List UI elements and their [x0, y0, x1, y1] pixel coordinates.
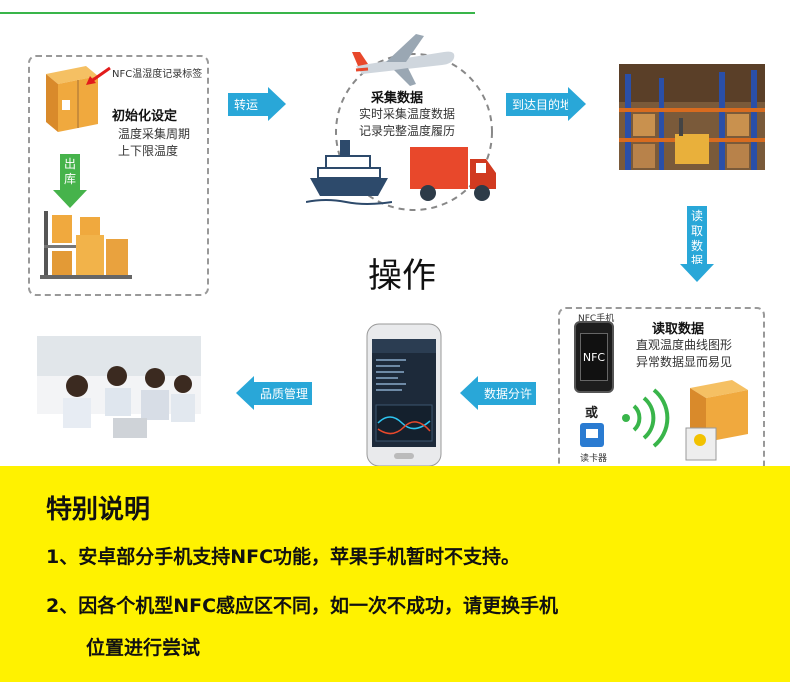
- note-line-2: 2、因各个机型NFC感应区不同，如一次不成功，请更换手机: [46, 595, 559, 617]
- notes-title: 特别说明: [46, 495, 151, 525]
- operation-label: 操作: [368, 256, 436, 296]
- or-text: 或: [585, 406, 599, 421]
- share-label: 数据分许: [478, 381, 536, 405]
- nfc-phone-caption: NFC手机: [578, 314, 615, 324]
- nfc-wave-icon: [622, 388, 670, 448]
- init-title: 初始化设定: [112, 109, 178, 124]
- truck-icon: [410, 147, 496, 201]
- share-arrow: 数据分许: [460, 376, 536, 410]
- reader-line-2: 异常数据显而易见: [636, 355, 733, 369]
- nfc-phone-icon: NFC: [574, 321, 614, 393]
- nfc-phone-screen: NFC: [580, 333, 608, 381]
- collect-line-2: 记录完整温度履历: [359, 124, 456, 138]
- warehouse-image: [619, 64, 765, 170]
- outbound-label: 出库: [60, 154, 80, 190]
- read-arrow: 读取数据: [680, 206, 714, 282]
- arrive-arrow: 到达目的地: [506, 87, 586, 121]
- tag-pointer-icon: [86, 66, 111, 85]
- transfer-label: 转运: [228, 92, 268, 116]
- phone-app-icon: [366, 323, 442, 467]
- reader-line-1: 直观温度曲线图形: [636, 338, 733, 352]
- reader-title: 读取数据: [652, 322, 705, 337]
- init-line-2: 上下限温度: [118, 144, 179, 158]
- nfc-tag-label: NFC温湿度记录标签: [112, 69, 203, 80]
- tagged-box-icon: [685, 380, 748, 461]
- transfer-arrow: 转运: [228, 87, 286, 121]
- qc-label: 品质管理: [254, 381, 312, 405]
- package-icon: [46, 66, 98, 132]
- ship-icon: [306, 140, 392, 205]
- collect-line-1: 实时采集温度数据: [359, 107, 456, 121]
- transport-loop: [335, 53, 493, 211]
- read-arrow-label: 读取数据: [687, 206, 707, 268]
- init-box: [28, 55, 209, 296]
- note-line-1: 1、安卓部分手机支持NFC功能，苹果手机暂时不支持。: [46, 546, 521, 568]
- card-reader-icon: [580, 423, 604, 447]
- qc-arrow: 品质管理: [236, 376, 312, 410]
- top-divider: [0, 12, 475, 14]
- office-team-image: [37, 336, 201, 448]
- init-line-1: 温度采集周期: [118, 127, 191, 141]
- notes-panel: [0, 466, 790, 682]
- note-line-2-cont: 位置进行尝试: [86, 637, 201, 659]
- arrive-label: 到达目的地: [506, 92, 572, 116]
- card-reader-caption: 读卡器: [580, 454, 608, 464]
- forklift-pallets-icon: [40, 211, 132, 279]
- airplane-icon: [352, 34, 455, 86]
- outbound-arrow: 出库: [53, 154, 87, 208]
- collect-title: 采集数据: [371, 91, 424, 106]
